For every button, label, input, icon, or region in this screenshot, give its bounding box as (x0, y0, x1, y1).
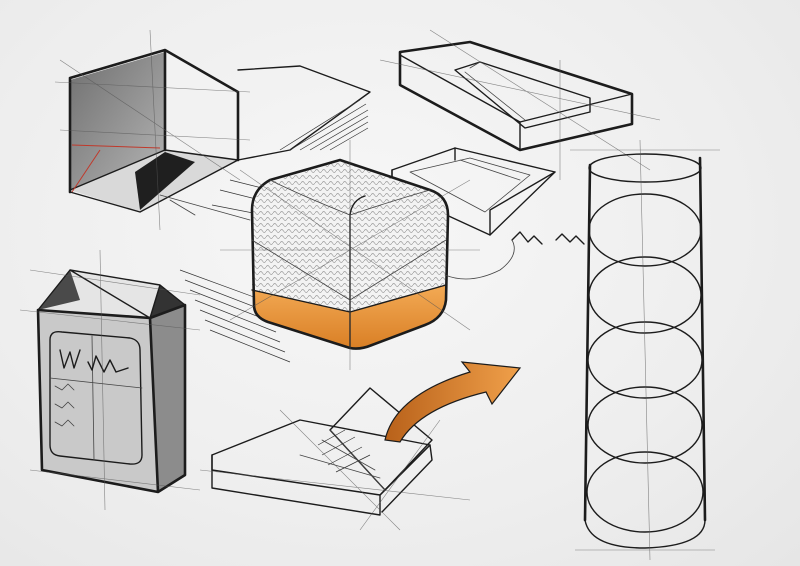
knit-cube-sketch (179, 140, 480, 370)
flap-box-sketch (199, 361, 522, 531)
tray-sketch (379, 29, 661, 236)
carton-box-sketch (19, 249, 201, 511)
cylinder-spiral-sketch (444, 139, 720, 561)
open-box-sketch (54, 29, 371, 231)
